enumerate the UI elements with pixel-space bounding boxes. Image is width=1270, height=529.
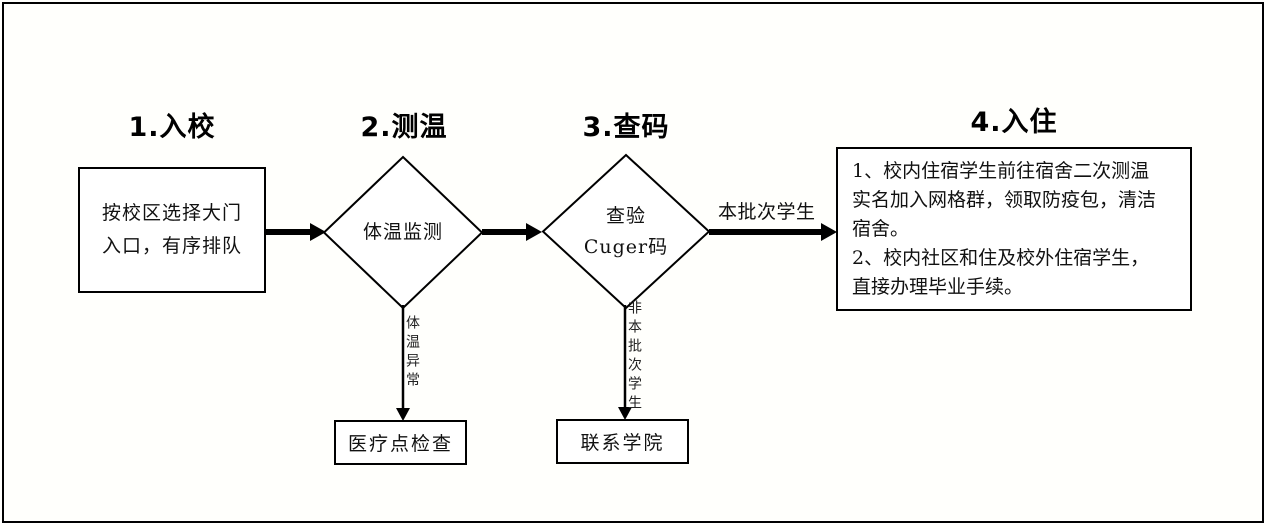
edge-label-体温异常: 体温异常 <box>404 315 420 391</box>
diamond-shape-temperature <box>322 155 484 310</box>
node-checkin-info[interactable]: 1、校内住宿学生前往宿舍二次测温 实名加入网格群，领取防疫包，清洁 宿舍。 2、… <box>836 147 1192 311</box>
node-temperature-decision[interactable]: 体温监测 <box>322 155 484 310</box>
stage-title-2: 2.测温 <box>360 112 448 143</box>
stage-title-1: 1.入校 <box>128 112 216 143</box>
node-contact-college-label: 联系学院 <box>580 432 665 454</box>
node-entry-process[interactable]: 按校区选择大门 入口，有序排队 <box>78 167 266 293</box>
edge-temperature-to-medical <box>396 305 410 421</box>
diamond-shape-code <box>541 153 711 310</box>
node-medical-check-label: 医疗点检查 <box>347 433 453 455</box>
node-contact-college[interactable]: 联系学院 <box>556 419 689 464</box>
edge-temperature-to-code <box>482 223 542 241</box>
edge-entry-to-temperature <box>266 223 326 241</box>
edge-code-to-contact-college <box>618 305 632 420</box>
stage-title-3: 3.查码 <box>582 112 670 143</box>
node-code-decision[interactable]: 查验 Cuger码 <box>541 153 711 310</box>
page-border <box>2 2 1264 523</box>
edge-label-非本批次学生: 非本批次学生 <box>626 300 642 414</box>
node-medical-check[interactable]: 医疗点检查 <box>334 420 467 465</box>
node-checkin-info-label: 1、校内住宿学生前往宿舍二次测温 实名加入网格群，领取防疫包，清洁 宿舍。 2、… <box>852 160 1157 298</box>
node-entry-process-label: 按校区选择大门 入口，有序排队 <box>101 201 242 257</box>
stage-title-4: 4.入住 <box>970 107 1058 138</box>
edge-code-to-checkin <box>709 223 837 241</box>
edge-label-本批次学生: 本批次学生 <box>718 201 816 223</box>
